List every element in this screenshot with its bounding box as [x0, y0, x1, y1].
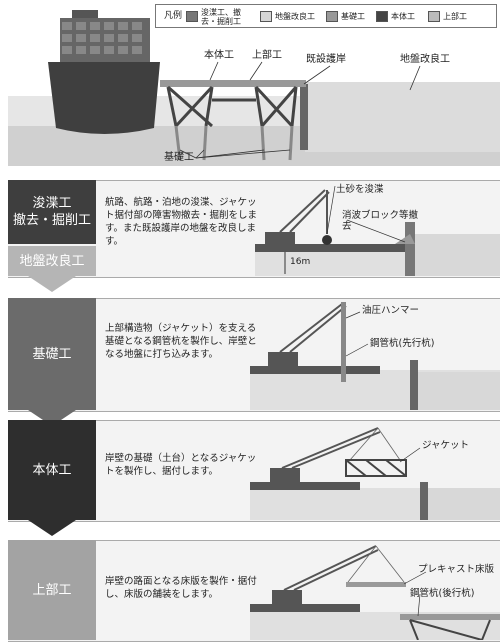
legend-swatch-ground: [260, 11, 272, 22]
overview-diagram: [8, 10, 500, 166]
existing-seawall: [300, 84, 308, 150]
step1-title-line1: 浚渫工: [32, 196, 72, 211]
step1-description: 航路、航路・泊地の浚渫、ジャケット据付部の障害物撤去・掘削をします。また既設護岸…: [105, 197, 258, 247]
step3-title-box: 本体工: [8, 420, 96, 520]
step1-callout-dredge: 土砂を浚渫: [336, 184, 384, 195]
step4-illustration: [250, 545, 500, 640]
step2-title: 基礎工: [32, 346, 72, 362]
legend-label-upper: 上部工: [443, 12, 467, 21]
ground-improvement-area: [305, 82, 500, 152]
legend-label-main: 本体工: [391, 12, 415, 21]
overview-label-upper: 上部工: [252, 50, 282, 61]
step3-description: 岸壁の基礎（土台）となるジャケットを製作し、据付します。: [105, 453, 257, 477]
step1-title-line2: 撤去・掘削工: [12, 213, 91, 228]
step2-illustration: [250, 302, 500, 410]
overview-leaders: [179, 61, 421, 159]
jacket-structure: [166, 85, 298, 128]
step4-callout-pile: 鋼管杭(後行杭): [410, 588, 475, 599]
step3-illustration: [250, 427, 500, 520]
step2-description: 上部構造物（ジャケット）を支える基礎となる鋼管杭を製作し、岸壁となる地盤に打ち込…: [105, 323, 257, 360]
step1-callout-removal: 消波ブロック等撤去: [342, 210, 419, 232]
legend-label-dredging: 浚渫工、撤去・掘削工: [201, 8, 241, 26]
step4-callout-slab: プレキャスト床版: [418, 564, 495, 575]
overview-label-existing-seawall: 既設護岸: [306, 54, 346, 65]
step3-callout-jacket: ジャケット: [422, 440, 470, 451]
overview-label-foundation: 基礎工: [164, 152, 194, 163]
step4-title-box: 上部工: [8, 540, 96, 640]
step1-arrow: [28, 276, 76, 292]
legend-swatch-dredging: [186, 11, 198, 22]
container-ship: [48, 10, 160, 134]
step1-depth-label: 16m: [290, 257, 311, 267]
step1-illustration: [255, 185, 500, 276]
legend-title: 凡例: [164, 11, 183, 21]
step4-description: 岸壁の路面となる床版を製作・据付し、床版の舗装をします。: [105, 576, 257, 600]
legend-label-ground: 地盤改良工: [275, 12, 315, 21]
overview-label-ground: 地盤改良工: [400, 54, 450, 65]
legend-label-foundation: 基礎工: [341, 12, 365, 21]
legend-swatch-upper: [428, 11, 440, 22]
step1-subtitle-box: 地盤改良工: [8, 246, 96, 276]
legend: 凡例 浚渫工、撤去・掘削工 地盤改良工 基礎工 本体工 上部工: [155, 4, 497, 28]
step1-title-box: 浚渫工 撤去・掘削工: [8, 180, 96, 244]
step3-title: 本体工: [32, 462, 72, 478]
step2-callout-hammer: 油圧ハンマー: [362, 305, 420, 316]
step4-title: 上部工: [32, 582, 72, 598]
upper-deck: [160, 80, 306, 87]
overview-label-main: 本体工: [204, 50, 234, 61]
foundation-piles: [174, 125, 294, 161]
step2-title-box: 基礎工: [8, 298, 96, 410]
legend-swatch-main: [376, 11, 388, 22]
legend-swatch-foundation: [326, 11, 338, 22]
step1-subtitle: 地盤改良工: [19, 253, 85, 269]
step2-callout-pile: 鋼管杭(先行杭): [370, 338, 435, 349]
step3-arrow: [28, 520, 76, 536]
